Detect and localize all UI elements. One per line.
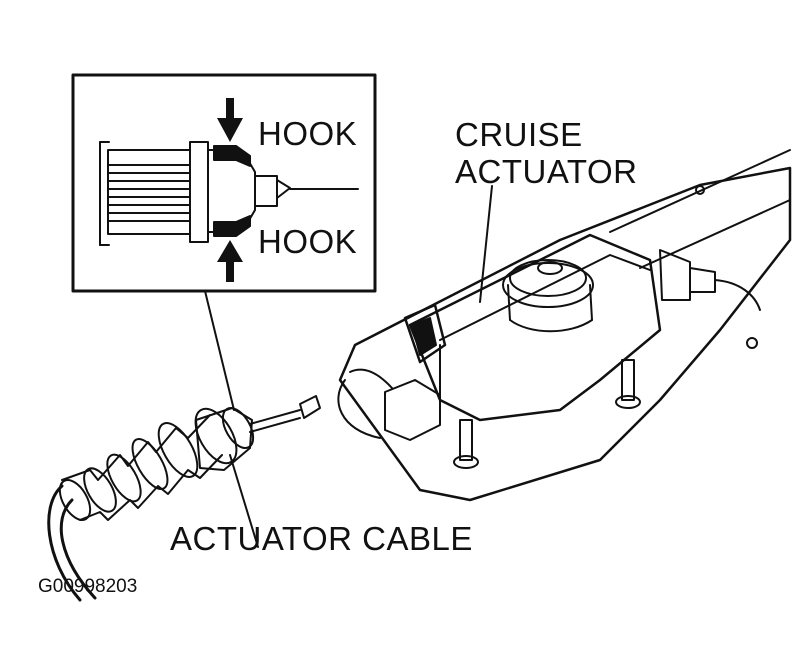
cruise-actuator-body (337, 149, 792, 502)
actuator-cable-label: ACTUATOR CABLE (170, 520, 473, 557)
actuator-cable-assembly (47, 395, 321, 602)
cruise-actuator-label: ACTUATOR (455, 153, 638, 190)
hook-label-top: HOOK (258, 115, 358, 152)
figure-id: G00998203 (38, 576, 138, 597)
inset-detail (71, 73, 377, 293)
actuator-cable-callout-line (229, 454, 259, 548)
hook-label-bottom: HOOK (258, 223, 358, 260)
inset-callout-line (204, 290, 235, 411)
cruise-label: CRUISE (455, 116, 583, 153)
hook-arrow-up (217, 240, 243, 282)
inset-cable-end-fitting (99, 141, 359, 246)
cruise-actuator-callout-line (479, 185, 493, 303)
hook-arrow-down (217, 98, 243, 142)
inset-frame (71, 73, 377, 293)
